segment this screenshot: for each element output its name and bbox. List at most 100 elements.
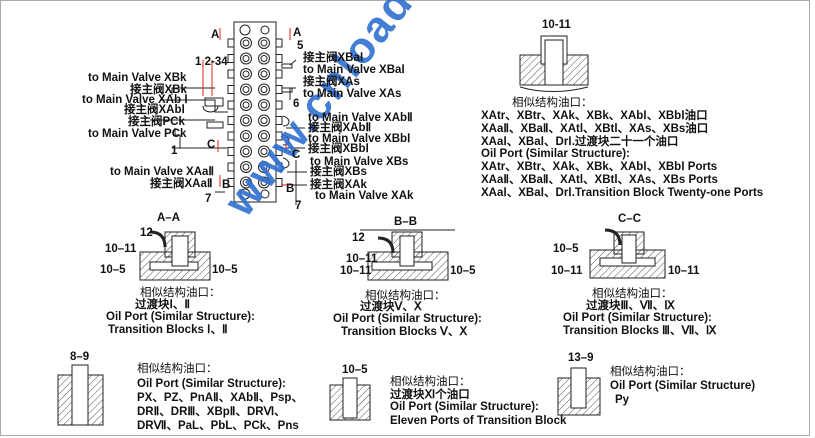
note-text: Transition Blocks Ⅰ、Ⅱ	[108, 324, 228, 336]
port-fitting	[227, 100, 235, 110]
note-text: XAaⅡ、XBaⅡ、XAtl、XBtl、XAs、XBs Ports	[481, 174, 718, 186]
callout-6: 6	[293, 98, 300, 110]
section-mark-b: B	[286, 183, 295, 195]
port-fitting	[242, 39, 250, 47]
port-fitting	[260, 132, 268, 140]
dimension-label: 8–9	[70, 351, 90, 363]
section-aa-drawing	[139, 230, 211, 281]
port-label: to Main Valve XAbⅡ	[308, 112, 413, 124]
port-fitting	[275, 85, 283, 94]
dimension-label: 10–11	[551, 265, 583, 277]
note-text: 过渡块Ⅰ、Ⅱ	[135, 299, 191, 311]
note-text: Oil Port (Similar Structure):	[481, 148, 630, 160]
note-text: Oil Port (Similar Structure):	[563, 312, 712, 324]
note-text: XAaⅠ、XBaⅠ、DrⅠ.Transition Block Twenty-on…	[481, 187, 764, 199]
note-text: 相似结构油口：	[390, 376, 471, 388]
port-fitting	[275, 38, 283, 48]
port-label: to Main Valve XBaⅠ	[303, 64, 405, 76]
note-text: XAtr、XBtr、XAk、XBk、XAbⅠ、XBbⅠ Ports	[481, 161, 718, 173]
port-fitting	[242, 55, 250, 62]
port-label: to Main Valve XAaⅡ	[110, 166, 215, 178]
port-fitting	[275, 100, 283, 110]
port-fitting	[242, 132, 250, 140]
note-text: XAaⅠ、XBaⅠ、DrⅠ.过渡块二十一个油口	[481, 136, 679, 148]
port-label: to Main Valve XAb Ⅰ	[82, 94, 188, 106]
section-mark-c: C	[292, 149, 301, 161]
note-text: Oil Port (Similar Structure):	[137, 378, 286, 390]
port-fitting	[227, 85, 235, 94]
note-text: DRⅡ、DRⅢ、XBpⅡ、DRⅥ、	[137, 406, 286, 418]
port-fitting	[258, 130, 270, 142]
port-fitting	[242, 117, 250, 124]
port-label: 接主阀XAs	[303, 76, 360, 88]
port-fitting	[260, 70, 268, 78]
callout-7: 7	[295, 200, 302, 212]
note-text: 相似结构油口：	[140, 287, 221, 299]
port-fitting	[240, 52, 252, 65]
port-fitting	[275, 131, 283, 141]
port-fitting	[242, 148, 250, 155]
note-text: 过渡块Ⅺ个油口	[390, 389, 470, 401]
port-fitting	[260, 55, 268, 62]
dimension-label: 10–5	[553, 243, 579, 255]
port-fitting	[258, 83, 270, 96]
port-fitting	[260, 86, 268, 93]
note-text: Py	[615, 394, 630, 406]
port-fitting	[275, 178, 283, 187]
port-fitting	[258, 37, 270, 49]
note-text: Oil Port (Similar Structure):	[390, 401, 539, 413]
dimension-label: 12	[140, 227, 153, 239]
port-fitting	[227, 69, 235, 79]
port-fitting	[242, 163, 250, 171]
port-139-drawing	[557, 367, 601, 416]
section-mark-b: B	[222, 179, 231, 191]
note-text: 相似结构油口：	[610, 366, 691, 378]
port-label: to Main Valve XAk	[315, 190, 414, 202]
port-fitting	[227, 54, 235, 63]
port-fitting	[227, 147, 235, 156]
port-label: to Main Valve XBk	[88, 72, 187, 84]
note-text: 相似结构油口：	[592, 288, 673, 300]
port-fitting	[242, 179, 250, 186]
port-fitting	[240, 37, 252, 49]
dimension-label: 10–11	[346, 253, 378, 265]
dimension-label: 13–9	[568, 352, 594, 364]
dimension-label: 10–11	[105, 243, 137, 255]
port-fitting	[227, 116, 235, 125]
note-text: Transition Blocks Ⅲ、Ⅶ、Ⅸ	[563, 325, 717, 337]
leader-lines	[150, 59, 307, 205]
port-label: 接主阀XAaⅡ	[150, 178, 213, 190]
port-fitting	[240, 99, 252, 111]
dimension-label: 10–5	[100, 264, 126, 276]
port-fitting	[258, 114, 270, 127]
manifold-block	[227, 21, 283, 203]
dimension-label: 10–5	[450, 265, 476, 277]
port-fitting	[240, 83, 252, 96]
port-fitting	[275, 69, 283, 79]
port-fitting	[275, 116, 283, 125]
port-fitting	[260, 163, 268, 171]
port-fitting	[258, 99, 270, 111]
port-fitting	[275, 162, 283, 172]
dimension-label: 10–11	[668, 265, 700, 277]
callout-7: 7	[205, 193, 212, 205]
note-text: Transition Blocks Ⅴ、Ⅹ	[341, 326, 468, 338]
note-text: DRⅦ、PaL、PbL、PCk、Pns	[137, 420, 299, 432]
port-fitting	[240, 145, 252, 158]
note-text: 过渡块Ⅴ、Ⅹ	[360, 301, 422, 313]
port-label: 接主阀XAbⅡ	[308, 122, 372, 134]
port-label: 接主阀XAbⅠ	[124, 104, 185, 116]
port-fitting	[258, 161, 270, 173]
dimension-label: 10–5	[212, 264, 238, 276]
port-label: 接主阀XBbⅠ	[308, 143, 369, 155]
port-105-drawing	[329, 377, 371, 421]
port-fitting	[227, 178, 235, 187]
callout-1-2-34: 1 2-34	[195, 56, 228, 68]
port-fitting	[227, 162, 235, 172]
section-bb-drawing	[360, 229, 455, 281]
port-label: to Main Valve XBs	[310, 156, 409, 168]
note-text: Oil Port (Similar Structure):	[333, 313, 482, 325]
section-arrows	[202, 28, 293, 187]
port-fitting	[260, 148, 268, 155]
